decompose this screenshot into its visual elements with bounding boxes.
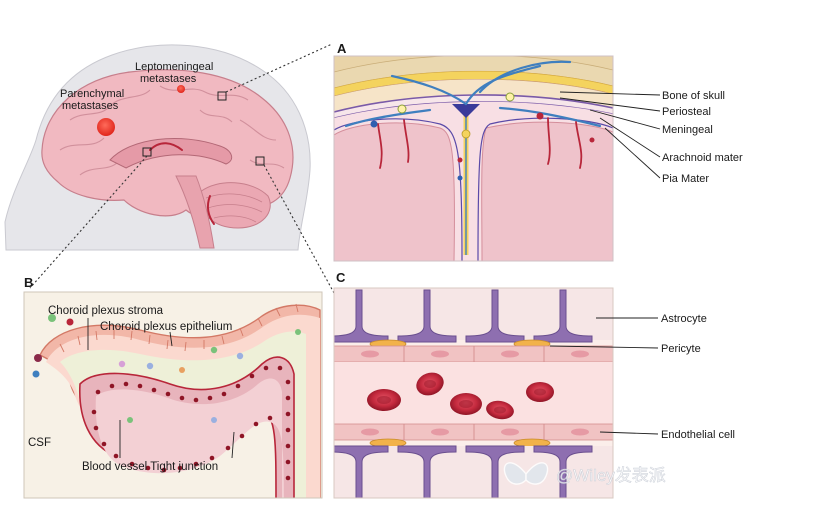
parenchymal-label-line2: metastases xyxy=(62,100,119,112)
label-choroid-plexus-stroma: Choroid plexus stroma xyxy=(48,305,164,317)
callout-square-a xyxy=(217,91,227,101)
label-meningeal: Meningeal xyxy=(662,124,713,136)
panel-c-bbb: C xyxy=(333,270,735,499)
label-pericyte: Pericyte xyxy=(661,343,701,355)
label-bone-of-skull: Bone of skull xyxy=(662,90,725,102)
corpus-callosum xyxy=(109,138,233,169)
stroma-cells xyxy=(32,314,301,423)
watermark-butterfly-icon xyxy=(503,462,549,485)
label-pia-mater: Pia Mater xyxy=(662,173,709,185)
callout-square-c xyxy=(255,156,265,166)
label-csf: CSF xyxy=(28,437,51,449)
parenchymal-label-line1: Parenchymal xyxy=(60,88,124,100)
label-choroid-plexus-epithelium: Choroid plexus epithelium xyxy=(100,321,232,333)
vessel-rbc-dots xyxy=(91,365,291,481)
callout-connectors xyxy=(29,43,335,294)
leptomeningeal-label-line2: metastases xyxy=(140,73,197,85)
panel-a-meninges: A xyxy=(333,41,743,262)
leptomeningeal-label: Leptomeningeal metastases xyxy=(135,61,216,85)
astrocyte-endfeet-bottom xyxy=(334,445,593,498)
red-blood-cells xyxy=(367,372,554,420)
brain-gyri xyxy=(59,85,285,176)
panel-b-letter: B xyxy=(24,275,33,290)
label-astrocyte: Astrocyte xyxy=(661,313,707,325)
brainstem xyxy=(175,175,215,249)
leptomeningeal-label-line1: Leptomeningeal xyxy=(135,61,213,73)
parenchymal-label: Parenchymal metastases xyxy=(60,88,127,112)
label-blood-vessel-tight-junction: Blood vessel Tight junction xyxy=(82,461,218,473)
watermark: @Wiley发表派 xyxy=(503,462,666,485)
panel-c-letter: C xyxy=(336,270,346,285)
leptomeningeal-metastasis-marker xyxy=(177,85,185,93)
parenchymal-metastasis-marker xyxy=(97,118,115,136)
panel-b-choroid-plexus: B xyxy=(23,275,323,499)
panel-a-letter: A xyxy=(337,41,347,56)
watermark-text: @Wiley发表派 xyxy=(556,466,666,485)
head-brain-illustration: Leptomeningeal metastases Parenchymal me… xyxy=(4,44,311,251)
label-endothelial-cell: Endothelial cell xyxy=(661,429,735,441)
label-periosteal: Periosteal xyxy=(662,106,711,118)
label-arachnoid-mater: Arachnoid mater xyxy=(662,152,743,164)
